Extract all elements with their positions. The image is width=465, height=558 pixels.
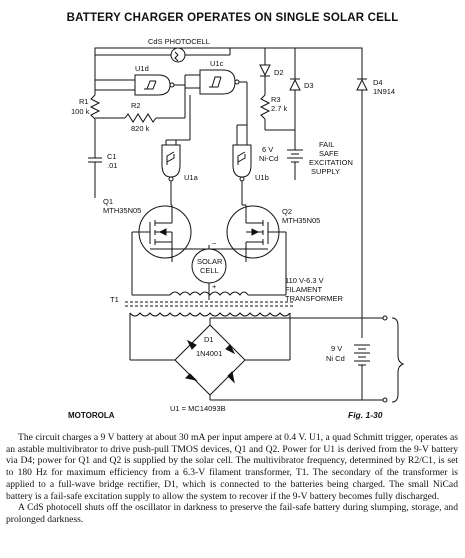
label-batt-v: 9 V [331,344,342,353]
label-supply: SUPPLY [311,167,340,176]
label-ic: U1 = MC14093B [170,404,226,413]
label-xfmr-transformer: TRANSFORMER [285,294,344,303]
label-r1: R1 [79,97,89,106]
label-d4-part: 1N914 [373,87,395,96]
label-xfmr-rating: 110 V-6.3 V [285,276,324,285]
d3-diode [289,78,301,91]
label-fig: Fig. 1-30 [348,410,383,420]
d2-diode [259,64,271,77]
label-cell: CELL [200,266,219,275]
description: The circuit charges a 9 V battery at abo… [6,432,458,526]
label-excitation: EXCITATION [309,158,353,167]
label-r2-val: 820 k [131,124,150,133]
label-u1c: U1c [210,59,224,68]
label-q2: Q2 [282,207,292,216]
description-paragraph-1: The circuit charges a 9 V battery at abo… [6,432,458,502]
label-r1-val: 100 k [71,107,90,116]
r2-resistor [124,113,157,123]
description-paragraph-2: A CdS photocell shuts off the oscillator… [6,502,458,525]
label-u1b: U1b [255,173,269,182]
label-r2: R2 [131,101,141,110]
label-solar: SOLAR [197,257,223,266]
label-minus: − [212,239,217,248]
label-d3: D3 [304,81,314,90]
label-batt: Ni Cd [326,354,345,363]
t1-secondary [129,312,291,317]
label-cds: CdS PHOTOCELL [148,37,210,46]
page-title: BATTERY CHARGER OPERATES ON SINGLE SOLAR… [66,12,399,24]
label-u1a: U1a [184,173,199,182]
r1-resistor [89,94,101,120]
t1-primary [169,291,249,296]
u1a-gate [161,144,181,178]
r3-resistor [259,94,271,120]
label-d4: D4 [373,78,383,87]
label-motorola: MOTOROLA [68,411,115,420]
label-r3: R3 [271,95,281,104]
u1d-gate [134,74,171,96]
schematic-diagram: CdS PHOTOCELL U1d U1c D2 D3 D4 1N914 R1 … [68,37,405,420]
label-nicd-v: 6 V [262,145,273,154]
label-d1-part: 1N4001 [196,349,222,358]
label-plus: + [212,282,217,291]
label-u1d: U1d [135,64,149,73]
label-nicd: Ni-Cd [259,154,278,163]
label-r3-val: 2.7 k [271,104,288,113]
label-fail: FAIL [319,140,334,149]
label-xfmr-filament: FILAMENT [285,285,323,294]
label-q1: Q1 [103,197,113,206]
label-c1-val: .01 [107,161,117,170]
label-d2: D2 [274,68,284,77]
label-c1: C1 [107,152,117,161]
label-q2-part: MTH35N05 [282,216,320,225]
u1b-gate [232,144,252,178]
u1c-gate [199,69,236,95]
label-t1: T1 [110,295,119,304]
label-safe: SAFE [319,149,339,158]
label-q1-part: MTH35N05 [103,206,141,215]
d4-diode [356,78,368,91]
top-rail [94,47,363,80]
battery-brace [391,317,405,403]
label-d1: D1 [204,335,214,344]
